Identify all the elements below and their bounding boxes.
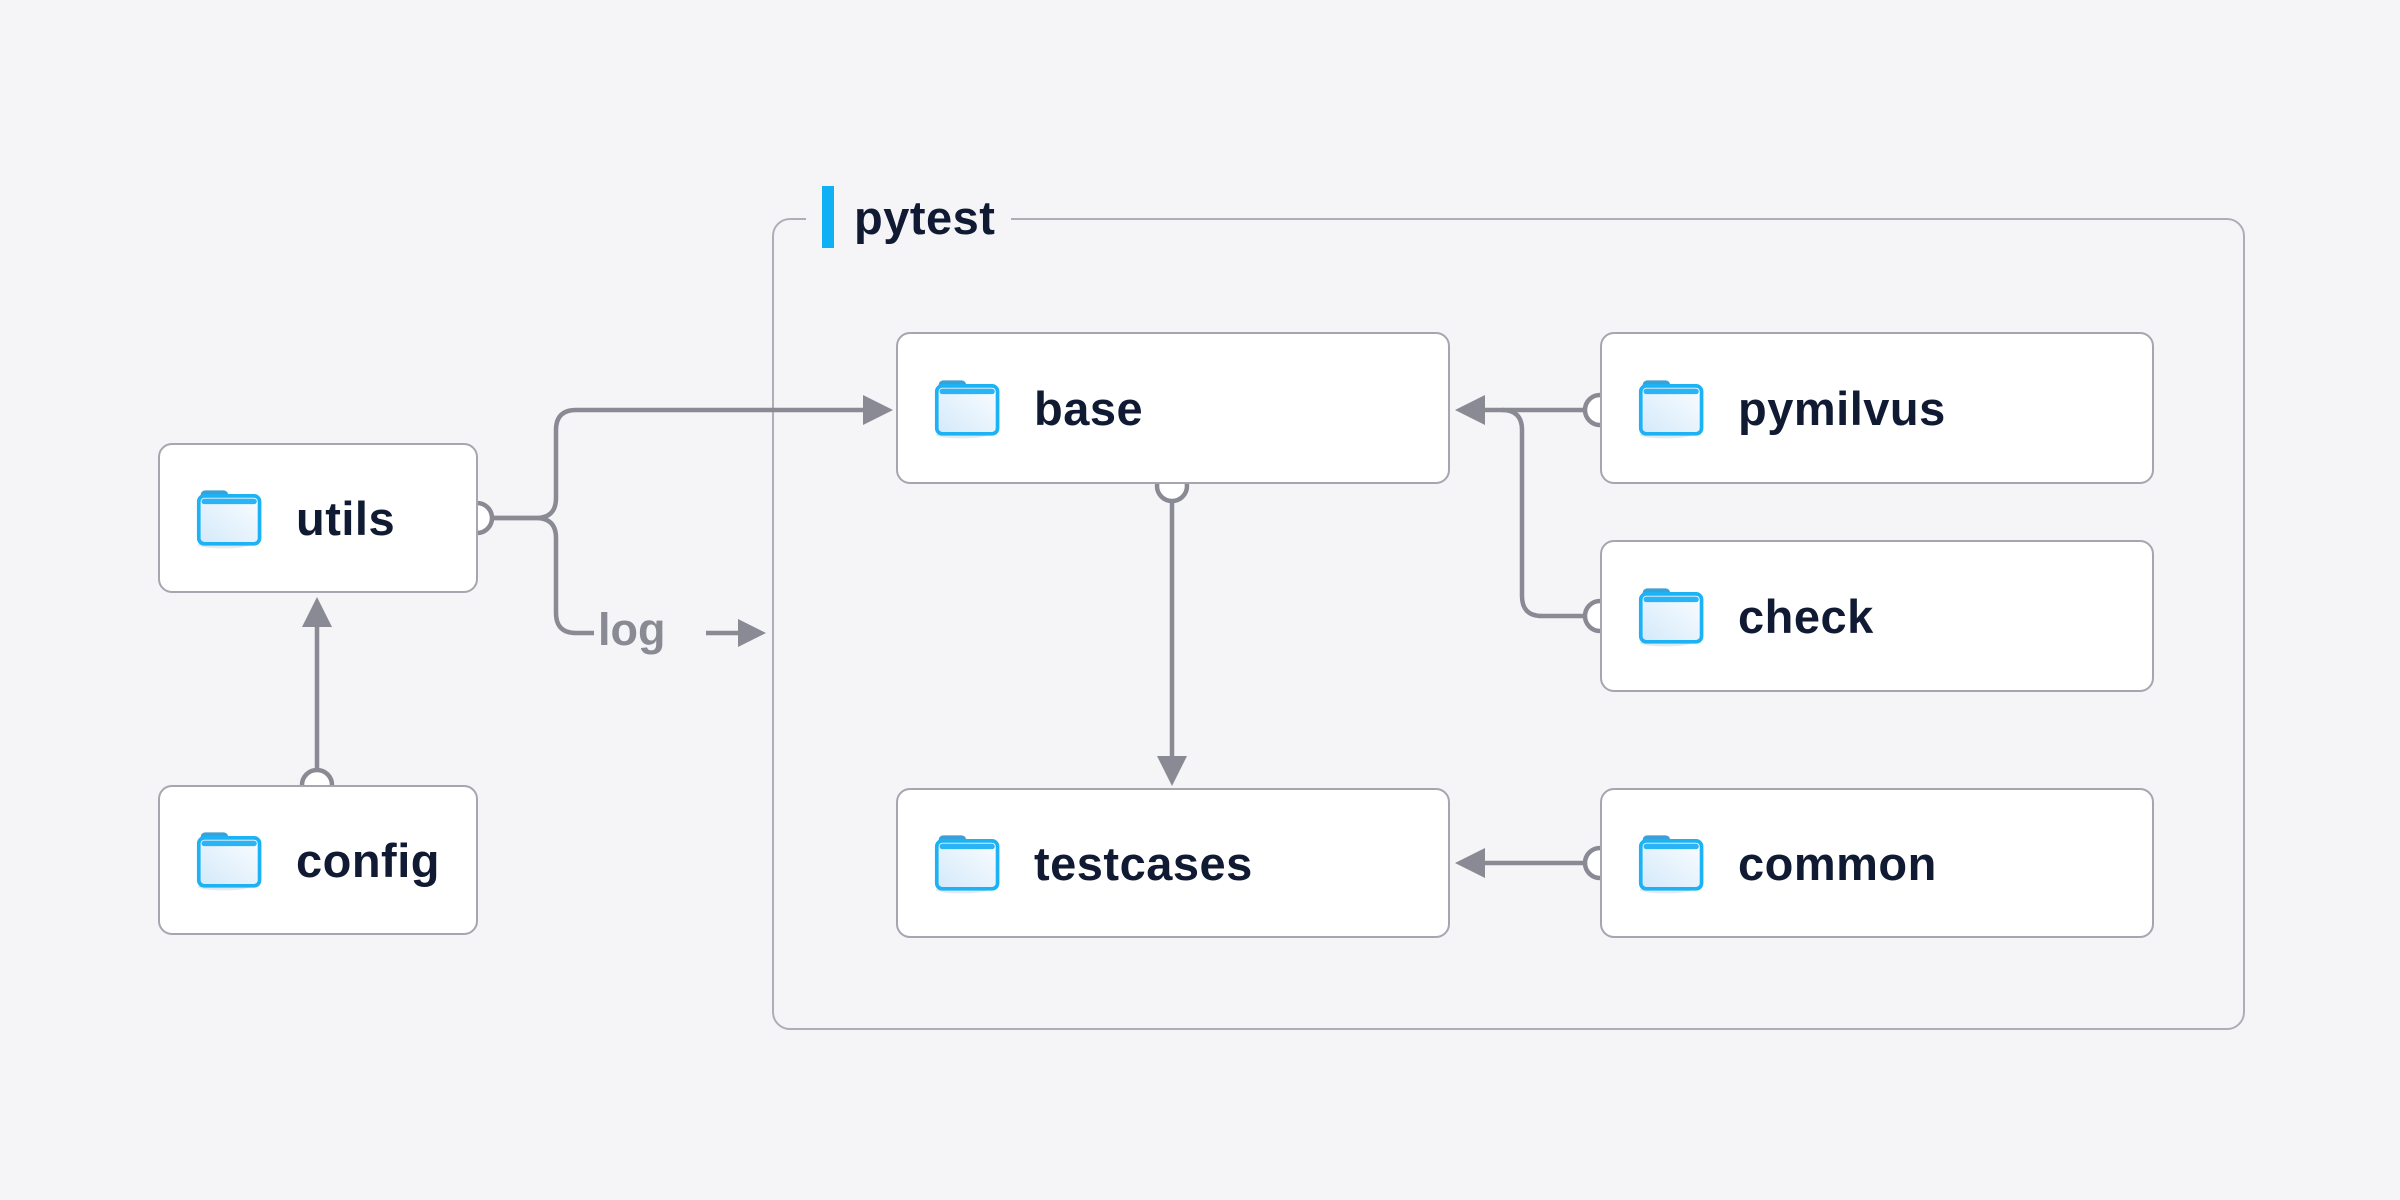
folder-icon bbox=[196, 832, 262, 891]
folder-icon bbox=[1638, 835, 1704, 894]
node-label: config bbox=[296, 833, 440, 887]
node-label: common bbox=[1738, 836, 1937, 890]
folder-icon bbox=[196, 490, 262, 549]
node-label: pymilvus bbox=[1738, 381, 1946, 435]
node-base: base bbox=[896, 332, 1450, 484]
arrowhead-into-container bbox=[738, 619, 766, 647]
node-check: check bbox=[1600, 540, 2154, 692]
node-config: config bbox=[158, 785, 478, 935]
node-common: common bbox=[1600, 788, 2154, 938]
node-label: check bbox=[1738, 589, 1874, 643]
node-label: base bbox=[1034, 381, 1144, 435]
node-testcases: testcases bbox=[896, 788, 1450, 938]
arrowhead-into-utils bbox=[302, 597, 332, 627]
folder-icon bbox=[934, 835, 1000, 894]
container-label-text: pytest bbox=[854, 190, 996, 244]
node-label: utils bbox=[296, 491, 396, 545]
edge-label-log: log bbox=[598, 604, 666, 655]
container-label-pytest: pytest bbox=[806, 184, 1012, 250]
edge-utils-log bbox=[491, 515, 594, 636]
folder-icon bbox=[1638, 588, 1704, 647]
folder-icon bbox=[934, 380, 1000, 439]
pytest-group-container bbox=[772, 218, 2245, 1030]
node-label: testcases bbox=[1034, 836, 1253, 890]
folder-icon bbox=[1638, 380, 1704, 439]
accent-bar bbox=[822, 186, 834, 248]
node-pymilvus: pymilvus bbox=[1600, 332, 2154, 484]
node-utils: utils bbox=[158, 443, 478, 593]
